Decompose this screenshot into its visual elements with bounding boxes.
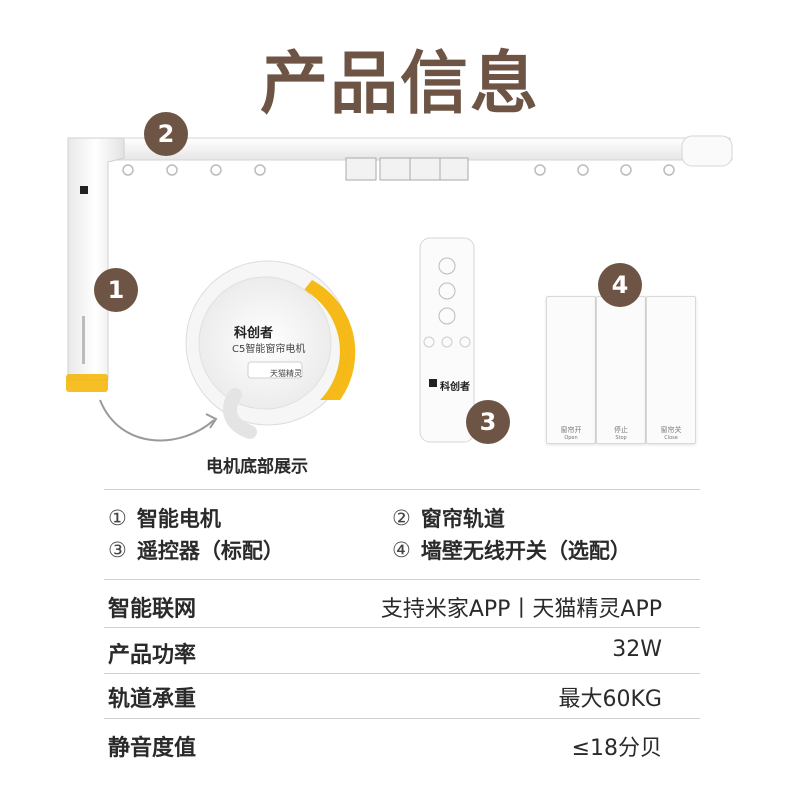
legend-item-switch: ④ 墙壁无线开关（选配） xyxy=(392,535,631,565)
wall-switch: 窗帘开 Open 停止 Stop 窗帘关 Close xyxy=(546,296,696,444)
legend-text: 窗帘轨道 xyxy=(420,507,505,531)
legend-text: 墙壁无线开关（选配） xyxy=(420,539,631,563)
legend-item-track: ② 窗帘轨道 xyxy=(392,503,505,533)
divider xyxy=(104,489,700,490)
legend-number: ④ xyxy=(392,538,411,562)
badge-track: 2 xyxy=(144,112,188,156)
switch-label: 窗帘关 xyxy=(660,426,682,434)
spec-value-network: 支持米家APP丨天猫精灵APP xyxy=(380,597,662,622)
divider xyxy=(104,627,700,628)
motor-bottom-view xyxy=(185,260,356,439)
motor-brand-label: 科创者 xyxy=(234,326,274,341)
smart-motor xyxy=(66,137,125,392)
remote-control xyxy=(419,237,475,443)
legend-text: 智能电机 xyxy=(136,507,221,531)
voice-assistant-label: 天猫精灵 xyxy=(270,369,302,378)
switch-sublabel: Stop xyxy=(615,435,627,441)
badge-motor: 1 xyxy=(94,268,138,312)
legend-item-remote: ③ 遥控器（标配） xyxy=(108,535,284,565)
switch-button-open: 窗帘开 Open xyxy=(546,296,596,444)
legend-item-motor: ① 智能电机 xyxy=(108,503,221,533)
legend-number: ② xyxy=(392,506,411,530)
spec-value-noise: ≤18分贝 xyxy=(571,736,662,761)
product-illustration xyxy=(66,135,733,443)
page-title: 产品信息 xyxy=(259,45,540,124)
remote-brand-label: 科创者 xyxy=(440,382,470,393)
arrow-icon xyxy=(99,399,215,442)
badge-remote: 3 xyxy=(466,400,510,444)
spec-value-power: 32W xyxy=(612,637,662,662)
divider xyxy=(104,673,700,674)
switch-label: 窗帘开 xyxy=(560,426,582,434)
divider xyxy=(104,579,700,580)
spec-label-power: 产品功率 xyxy=(108,643,197,668)
legend-number: ③ xyxy=(108,538,127,562)
spec-label-load: 轨道承重 xyxy=(108,687,197,712)
spec-value-load: 最大60KG xyxy=(558,687,662,712)
motor-model-label: C5智能窗帘电机 xyxy=(232,344,306,355)
switch-label: 停止 xyxy=(614,426,628,434)
spec-label-noise: 静音度值 xyxy=(108,736,197,761)
switch-sublabel: Open xyxy=(564,435,578,441)
legend-text: 遥控器（标配） xyxy=(136,539,284,563)
spec-label-network: 智能联网 xyxy=(108,597,197,622)
switch-button-close: 窗帘关 Close xyxy=(646,296,696,444)
motor-bottom-caption: 电机底部展示 xyxy=(206,457,308,477)
divider xyxy=(104,718,700,719)
badge-switch: 4 xyxy=(598,263,642,307)
curtain-track xyxy=(93,135,733,181)
legend-number: ① xyxy=(108,506,127,530)
switch-sublabel: Close xyxy=(664,435,678,441)
switch-button-stop: 停止 Stop xyxy=(596,296,646,444)
